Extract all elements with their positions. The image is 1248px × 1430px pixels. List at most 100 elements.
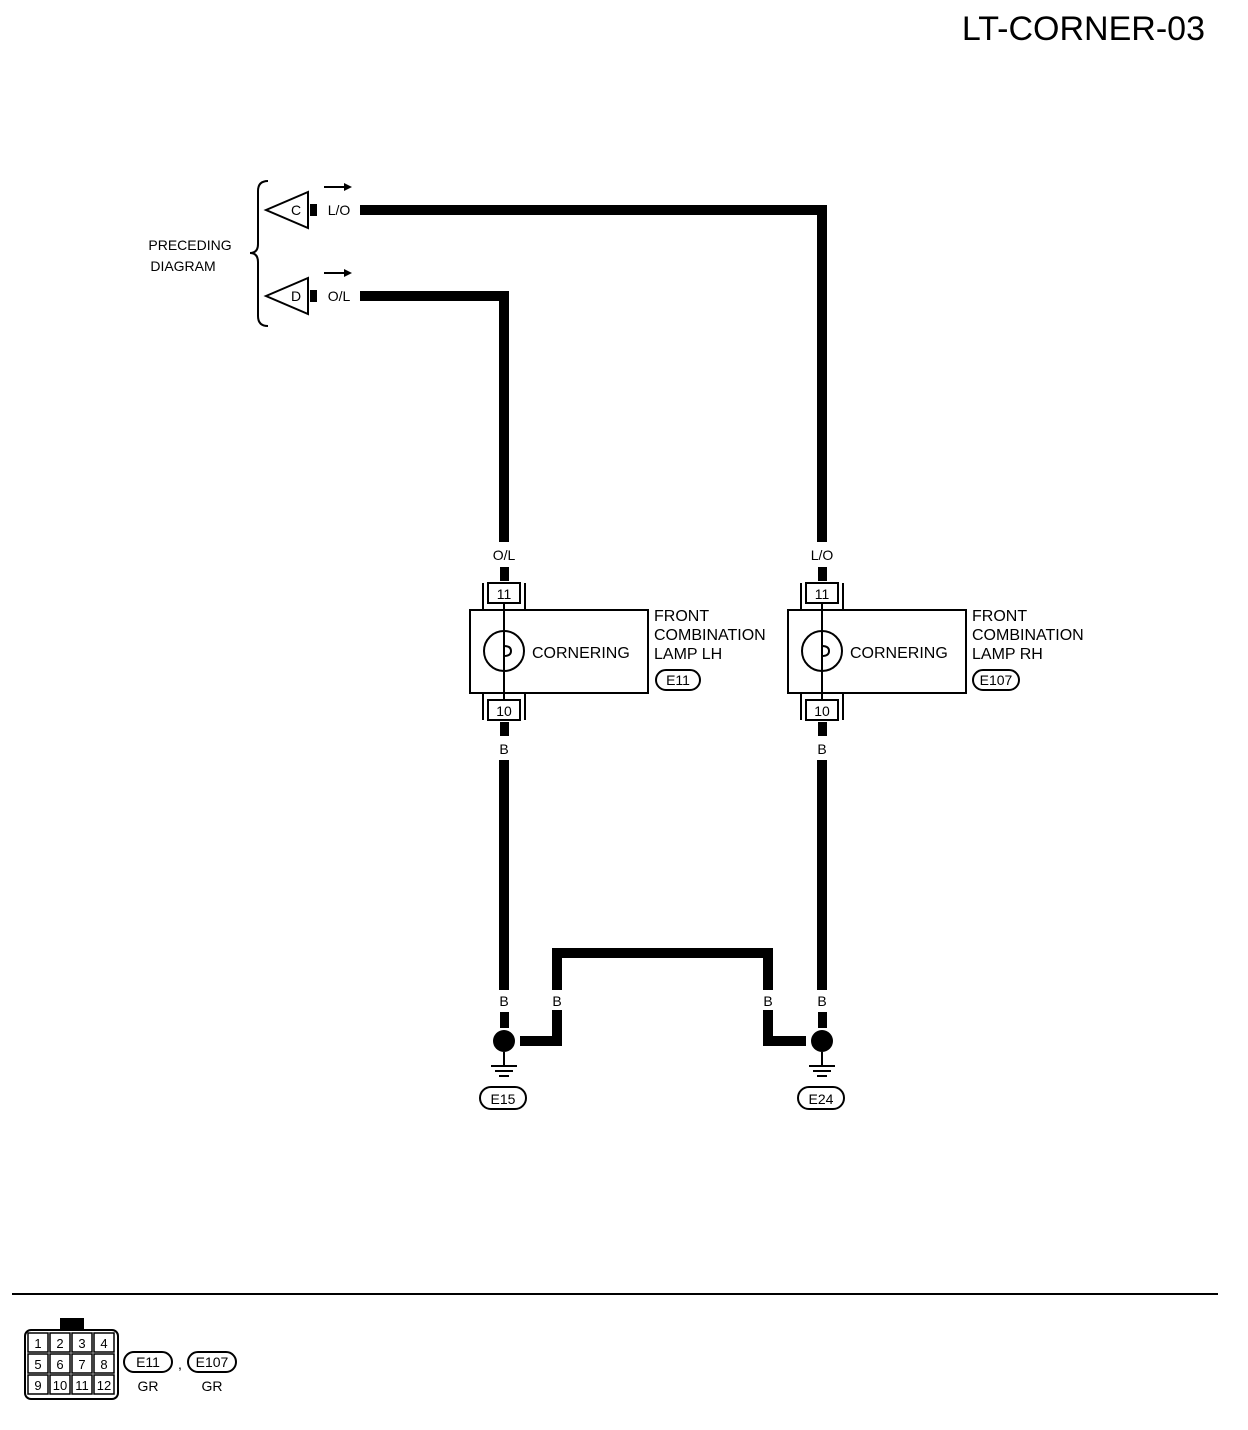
ground-e24-id: E24 <box>809 1091 834 1107</box>
lamp-lh-wire-stub-top <box>500 567 509 581</box>
legend-e11-id: E11 <box>136 1354 160 1370</box>
lamp-rh-bulb-label: CORNERING <box>850 645 948 662</box>
pin-cell <box>49 1374 71 1395</box>
lamp-rh-name-1: FRONT <box>972 608 1027 625</box>
ground-e15-badge <box>479 1086 527 1110</box>
lamp-lh-bulb-label: CORNERING <box>532 645 630 662</box>
lamp-lh-connector-badge <box>655 669 701 691</box>
wire-l-o <box>360 205 827 542</box>
label-bg <box>758 990 778 1010</box>
pin-cell <box>27 1374 49 1395</box>
lamp-lh-connector-top-shell <box>482 583 526 609</box>
pin-number: 7 <box>78 1357 85 1372</box>
connector-d-wire-label: O/L <box>328 288 351 304</box>
arrow-head-icon <box>344 183 352 191</box>
lamp-rh-wire-stub-bottom <box>818 722 827 736</box>
lamp-lh-pin-bottom-box <box>487 699 521 721</box>
lamp-rh: L/O 11 CORNERING FRONT COMBINATION LAMP … <box>787 547 1084 757</box>
lamp-lh-connector-bottom-shell <box>482 694 526 720</box>
filament-icon <box>821 645 831 657</box>
legend-e11-badge <box>123 1351 173 1373</box>
pin-number: 12 <box>97 1378 111 1393</box>
legend-e11-color: GR <box>138 1378 159 1394</box>
pin-number: 9 <box>34 1378 41 1393</box>
pin-cell <box>49 1353 71 1374</box>
ground-e24: E24 <box>797 1012 845 1110</box>
pin-cell <box>93 1353 115 1374</box>
connector-c-pin <box>310 204 317 216</box>
lamp-lh-pin-bottom: 10 <box>496 703 512 719</box>
wire-stub <box>764 1012 773 1026</box>
lamp-lh-wire-bottom: B <box>499 741 508 757</box>
lamp-rh-pin-top: 11 <box>815 586 830 602</box>
ground-e15-wire-b: B <box>552 993 561 1009</box>
lamp-lh-connector-id: E11 <box>666 672 690 688</box>
lamp-lh-wire-top: O/L <box>493 547 516 563</box>
wire-b-ground-link <box>520 948 806 1046</box>
ground-e15-wire-a: B <box>499 993 508 1009</box>
filament-icon <box>503 645 513 657</box>
ground-e24-badge <box>797 1086 845 1110</box>
pin-cell <box>49 1332 71 1353</box>
lamp-lh-name-2: COMBINATION <box>654 627 766 644</box>
pin-cell <box>27 1332 49 1353</box>
preceding-brace <box>249 180 269 327</box>
pin-number: 2 <box>56 1336 63 1351</box>
pin-number: 10 <box>53 1378 67 1393</box>
connector-d-pin <box>310 290 317 302</box>
legend-e107-color: GR <box>202 1378 223 1394</box>
legend-separator: , <box>178 1356 182 1372</box>
lamp-rh-wire-bottom: B <box>817 741 826 757</box>
lamp-lh-wire-stub-bottom <box>500 722 509 736</box>
connector-c-wire-label: L/O <box>328 202 351 218</box>
lamp-rh-name-3: LAMP RH <box>972 646 1043 663</box>
lamp-rh-wire-top: L/O <box>811 547 834 563</box>
connector-key-tab <box>60 1318 84 1330</box>
pin-number: 11 <box>75 1378 89 1393</box>
lamp-lh: O/L 11 CORNERING FRONT COMBINATION LAMP … <box>469 547 766 757</box>
label-bg <box>547 990 567 1010</box>
ground-e15-stub <box>500 1012 509 1028</box>
lamp-rh-wire-stub-top <box>818 567 827 581</box>
lamp-rh-connector-badge <box>972 669 1020 691</box>
lamp-rh-name-2: COMBINATION <box>972 627 1084 644</box>
lamp-rh-pin-bottom: 10 <box>814 703 830 719</box>
page-title: LT-CORNER-03 <box>962 10 1205 48</box>
pin-cell <box>71 1353 93 1374</box>
pin-number: 1 <box>34 1336 41 1351</box>
pin-number: 3 <box>78 1336 85 1351</box>
wire-stub <box>553 1012 562 1026</box>
lamp-rh-pin-bottom-box <box>805 699 839 721</box>
pin-cell <box>93 1374 115 1395</box>
ground-e15: E15 <box>479 1012 527 1110</box>
ground-e15-id: E15 <box>491 1091 516 1107</box>
connector-c: C L/O <box>263 183 352 230</box>
ground-e24-wire-b: B <box>763 993 772 1009</box>
pin-number: 8 <box>100 1357 107 1372</box>
pin-cell <box>71 1374 93 1395</box>
label-bg <box>494 990 514 1010</box>
lamp-lh-name-1: FRONT <box>654 608 709 625</box>
connector-d-letter: D <box>291 288 301 304</box>
preceding-diagram-label: PRECEDING DIAGRAM <box>148 180 269 327</box>
lamp-lh-name-3: LAMP LH <box>654 646 722 663</box>
pin-number: 4 <box>100 1336 107 1351</box>
junction-dot-icon <box>493 1030 515 1052</box>
preceding-line-2: DIAGRAM <box>150 258 215 274</box>
legend-e107-badge <box>187 1351 237 1373</box>
legend-e107-id: E107 <box>196 1354 229 1370</box>
preceding-line-1: PRECEDING <box>148 237 231 253</box>
lamp-lh-pin-top: 11 <box>497 586 512 602</box>
connector-c-triangle <box>263 190 309 230</box>
pin-cell <box>27 1353 49 1374</box>
junction-dot-icon <box>811 1030 833 1052</box>
pin-cell <box>93 1332 115 1353</box>
arrow-head-icon <box>344 269 352 277</box>
connector-d-triangle <box>263 276 309 316</box>
label-bg <box>812 990 832 1010</box>
pin-cell <box>71 1332 93 1353</box>
connector-c-letter: C <box>291 202 301 218</box>
